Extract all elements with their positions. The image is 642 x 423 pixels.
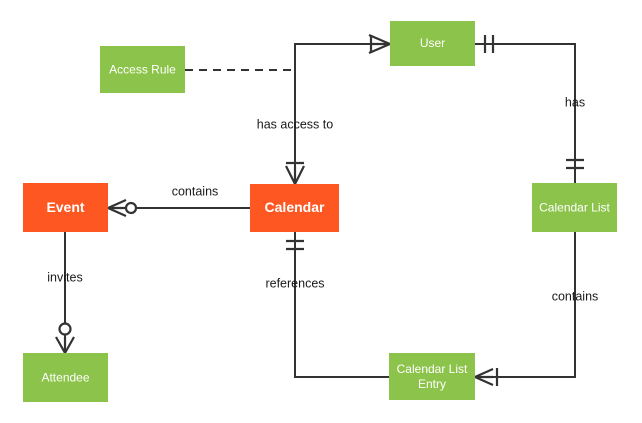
entity-calendar-label: Calendar	[265, 199, 325, 215]
relationship-labels-layer: has access to contains invites reference…	[47, 95, 598, 303]
entity-calendar-list-label: Calendar List	[539, 201, 610, 215]
cardinality-calendar-has-access-to	[285, 161, 305, 185]
cardinality-event-contains	[107, 198, 138, 218]
cardinality-layer	[55, 33, 584, 387]
entity-calendar-box[interactable]	[250, 184, 339, 232]
edge-references[interactable]	[294, 232, 389, 378]
relationship-label-contains-list-entry: contains	[552, 289, 599, 303]
relationship-label-references: references	[265, 276, 324, 290]
entity-calendar-list-box[interactable]	[532, 183, 617, 232]
relationship-label-invites: invites	[47, 270, 82, 284]
entity-user[interactable]: User	[390, 21, 475, 66]
cardinality-calendarlist-has	[566, 158, 584, 170]
cardinality-user-has	[483, 35, 495, 53]
entity-attendee-label: Attendee	[41, 371, 89, 385]
entity-event-label: Event	[46, 199, 84, 215]
edge-has[interactable]	[475, 43, 576, 183]
entity-calendar-list-entry-label-line1: Calendar List	[397, 362, 468, 376]
relationship-label-has: has	[565, 95, 585, 109]
entity-calendar[interactable]: Calendar	[250, 184, 339, 232]
edge-contains-list-entry[interactable]	[475, 232, 576, 378]
entity-user-box[interactable]	[390, 21, 475, 66]
edges-layer	[64, 43, 576, 378]
entity-calendar-list-entry-label-line2: Entry	[418, 377, 446, 391]
entity-calendar-list-entry-box[interactable]	[389, 353, 475, 400]
entities-layer: Access Rule User Event Calendar Calendar…	[23, 21, 617, 402]
edge-has-access-to[interactable]	[294, 43, 390, 184]
entity-calendar-list[interactable]: Calendar List	[532, 183, 617, 232]
entity-access-rule-label: Access Rule	[109, 63, 176, 77]
entity-event-box[interactable]	[23, 183, 108, 232]
entity-access-rule[interactable]: Access Rule	[100, 46, 185, 93]
relationship-label-has-access-to: has access to	[257, 117, 333, 131]
cardinality-cle-contains	[474, 367, 499, 387]
entity-event[interactable]: Event	[23, 183, 108, 232]
entity-calendar-list-entry[interactable]: Calendar List Entry	[389, 353, 475, 400]
entity-attendee[interactable]: Attendee	[23, 353, 108, 402]
entity-user-label: User	[420, 36, 445, 50]
cardinality-attendee-invites	[55, 322, 75, 354]
cardinality-user-has-access-to	[368, 33, 391, 55]
relationship-label-contains-event-calendar: contains	[172, 184, 219, 198]
cardinality-calendar-references	[286, 239, 304, 251]
entity-attendee-box[interactable]	[23, 353, 108, 402]
entity-access-rule-box[interactable]	[100, 46, 185, 93]
